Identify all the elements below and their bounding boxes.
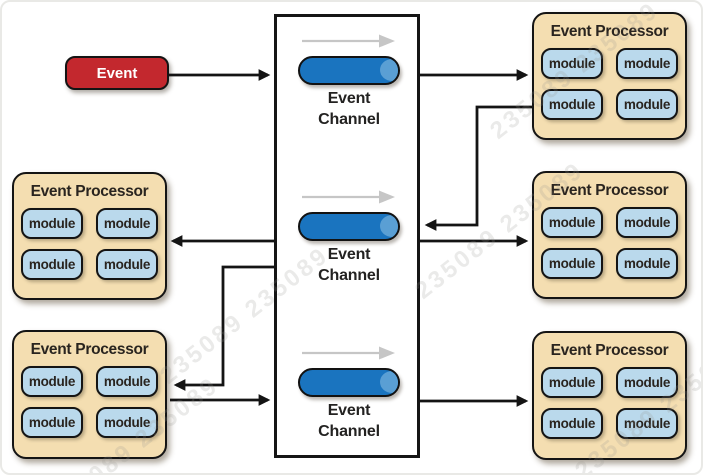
cylinder-cap bbox=[380, 371, 398, 393]
module-node: module bbox=[541, 48, 603, 79]
event-channel-label: Event Channel bbox=[318, 402, 380, 440]
module-node: module bbox=[96, 249, 158, 280]
processor-title: Event Processor bbox=[550, 182, 669, 199]
module-node: module bbox=[541, 89, 603, 120]
module-node: module bbox=[96, 407, 158, 438]
event-node: Event bbox=[65, 56, 169, 90]
connector-processor-top-right-to-channel2 bbox=[424, 105, 532, 231]
flow-direction-arrow-icon bbox=[302, 346, 395, 360]
module-grid: module module module module bbox=[541, 367, 678, 439]
module-grid: module module module module bbox=[541, 48, 678, 120]
event-channel-container: Event Channel Event Channel Event Channe… bbox=[274, 14, 420, 458]
module-node: module bbox=[616, 48, 678, 79]
flow-direction-arrow-icon bbox=[302, 34, 395, 48]
event-processor-bottom-left: Event Processor module module module mod… bbox=[12, 330, 167, 459]
module-node: module bbox=[96, 208, 158, 239]
module-node: module bbox=[96, 366, 158, 397]
module-node: module bbox=[616, 248, 678, 279]
module-node: module bbox=[541, 207, 603, 238]
flow-direction-arrow-icon bbox=[302, 190, 395, 204]
event-processor-middle-right: Event Processor module module module mod… bbox=[532, 171, 687, 299]
connector-channel2-to-processor-bottom-left bbox=[173, 265, 274, 391]
event-channel-label: Event Channel bbox=[318, 246, 380, 284]
processor-title: Event Processor bbox=[550, 23, 669, 40]
module-node: module bbox=[541, 248, 603, 279]
module-node: module bbox=[21, 249, 83, 280]
module-node: module bbox=[21, 208, 83, 239]
event-processor-middle-left: Event Processor module module module mod… bbox=[12, 172, 167, 300]
cylinder-cap bbox=[380, 59, 398, 81]
event-channel-2: Event Channel bbox=[284, 188, 414, 286]
event-processor-top-right: Event Processor module module module mod… bbox=[532, 12, 687, 140]
module-grid: module module module module bbox=[21, 366, 158, 438]
module-node: module bbox=[616, 89, 678, 120]
module-node: module bbox=[21, 407, 83, 438]
module-node: module bbox=[616, 367, 678, 398]
module-node: module bbox=[541, 367, 603, 398]
module-grid: module module module module bbox=[541, 207, 678, 279]
processor-title: Event Processor bbox=[30, 341, 149, 358]
queue-cylinder bbox=[298, 56, 400, 85]
cylinder-cap bbox=[380, 215, 398, 237]
module-node: module bbox=[541, 408, 603, 439]
queue-cylinder bbox=[298, 368, 400, 397]
module-node: module bbox=[616, 207, 678, 238]
module-node: module bbox=[21, 366, 83, 397]
module-grid: module module module module bbox=[21, 208, 158, 280]
processor-title: Event Processor bbox=[30, 183, 149, 200]
event-channel-1: Event Channel bbox=[284, 32, 414, 130]
event-label: Event bbox=[96, 64, 138, 82]
event-channel-label: Event Channel bbox=[318, 90, 380, 128]
event-channel-3: Event Channel bbox=[284, 344, 414, 442]
queue-cylinder bbox=[298, 212, 400, 241]
processor-title: Event Processor bbox=[550, 342, 669, 359]
event-processor-bottom-right: Event Processor module module module mod… bbox=[532, 331, 687, 460]
module-node: module bbox=[616, 408, 678, 439]
